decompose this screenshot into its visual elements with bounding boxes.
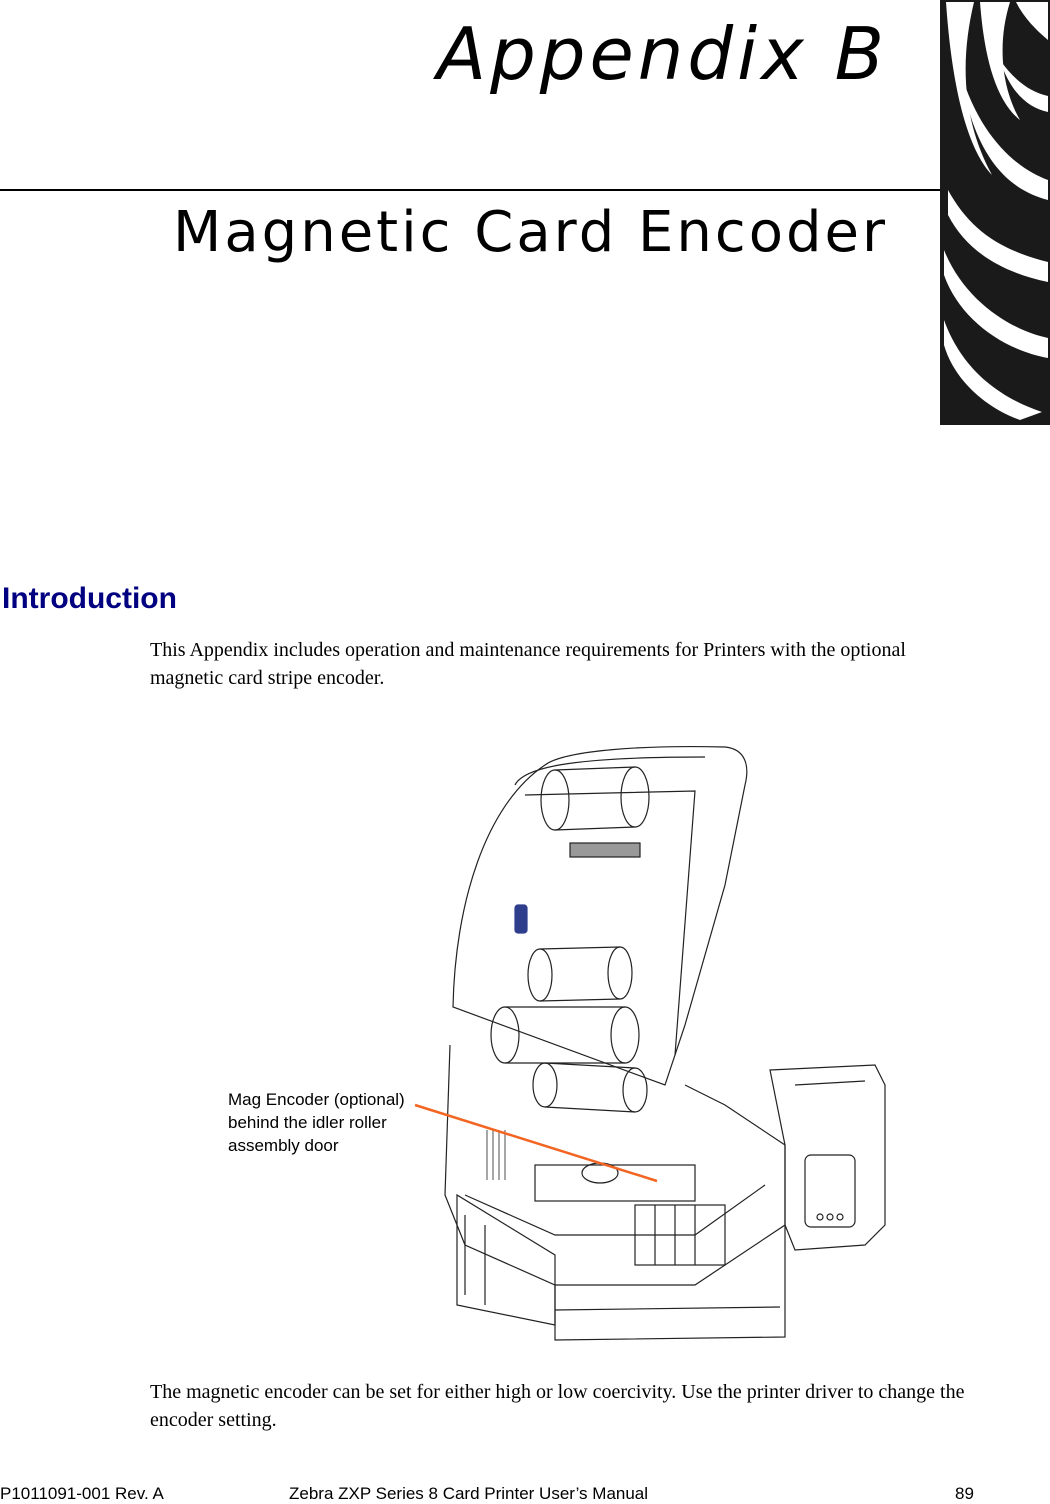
- card-printer-illustration: [414, 745, 886, 1341]
- chapter-title: Magnetic Card Encoder: [173, 200, 888, 265]
- chapter-number: Appendix B: [436, 12, 888, 96]
- footer-page-number: 89: [955, 1484, 974, 1503]
- mag-encoder-callout: Mag Encoder (optional) behind the idler …: [228, 1090, 405, 1155]
- zebra-tab: [940, 0, 1050, 425]
- section-heading-introduction: Introduction: [2, 582, 177, 615]
- footer-document-id: P1011091-001 Rev. A: [0, 1484, 164, 1503]
- zebra-stripes-icon: [944, 2, 1048, 420]
- chapter-rule: [0, 189, 940, 191]
- coercivity-paragraph: The magnetic encoder can be set for eith…: [150, 1381, 965, 1431]
- intro-paragraph: This Appendix includes operation and mai…: [150, 639, 906, 689]
- printer-figure: [225, 725, 905, 1350]
- footer-manual-title: Zebra ZXP Series 8 Card Printer User’s M…: [289, 1484, 649, 1503]
